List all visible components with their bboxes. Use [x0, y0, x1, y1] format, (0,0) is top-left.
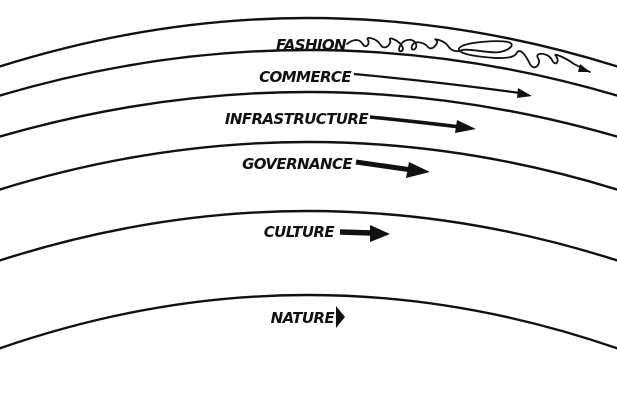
- medium-arrow-icon: [369, 115, 461, 129]
- layer-fashion: FASHION: [276, 36, 591, 73]
- layer-boundary-5: [0, 209, 617, 262]
- short-thick-arrow-icon: [339, 229, 373, 236]
- layer-commerce: COMMERCE: [259, 68, 532, 98]
- layer-label-commerce: COMMERCE: [259, 68, 352, 86]
- thick-arrowhead-icon: [406, 162, 430, 178]
- layer-label-fashion: FASHION: [276, 36, 347, 54]
- layer-boundary-6: [0, 293, 617, 350]
- layer-boundary-1: [0, 16, 617, 68]
- layer-boundary-3: [0, 90, 617, 138]
- thin-arrowhead-icon: [517, 88, 532, 98]
- layer-infrastructure: INFRASTRUCTURE: [225, 110, 476, 133]
- medium-arrowhead-icon: [455, 120, 476, 133]
- layer-boundary-2: [0, 48, 617, 97]
- short-thick-arrowhead-icon: [370, 225, 390, 242]
- squiggle-arrowhead-icon: [578, 64, 590, 72]
- layer-culture: CULTURE: [264, 223, 390, 242]
- layer-label-governance: GOVERNANCE: [242, 155, 353, 173]
- layer-label-culture: CULTURE: [264, 223, 336, 241]
- squiggle-arrow-icon: [346, 37, 591, 73]
- triangle-arrow-icon: [336, 306, 345, 328]
- layer-label-infrastructure: INFRASTRUCTURE: [225, 110, 369, 128]
- layer-nature: NATURE: [271, 306, 345, 328]
- thick-arrow-icon: [355, 159, 413, 173]
- layer-boundary-4: [0, 140, 617, 191]
- layer-governance: GOVERNANCE: [242, 155, 430, 178]
- layer-label-nature: NATURE: [271, 309, 336, 327]
- thin-arrow-icon: [353, 72, 521, 95]
